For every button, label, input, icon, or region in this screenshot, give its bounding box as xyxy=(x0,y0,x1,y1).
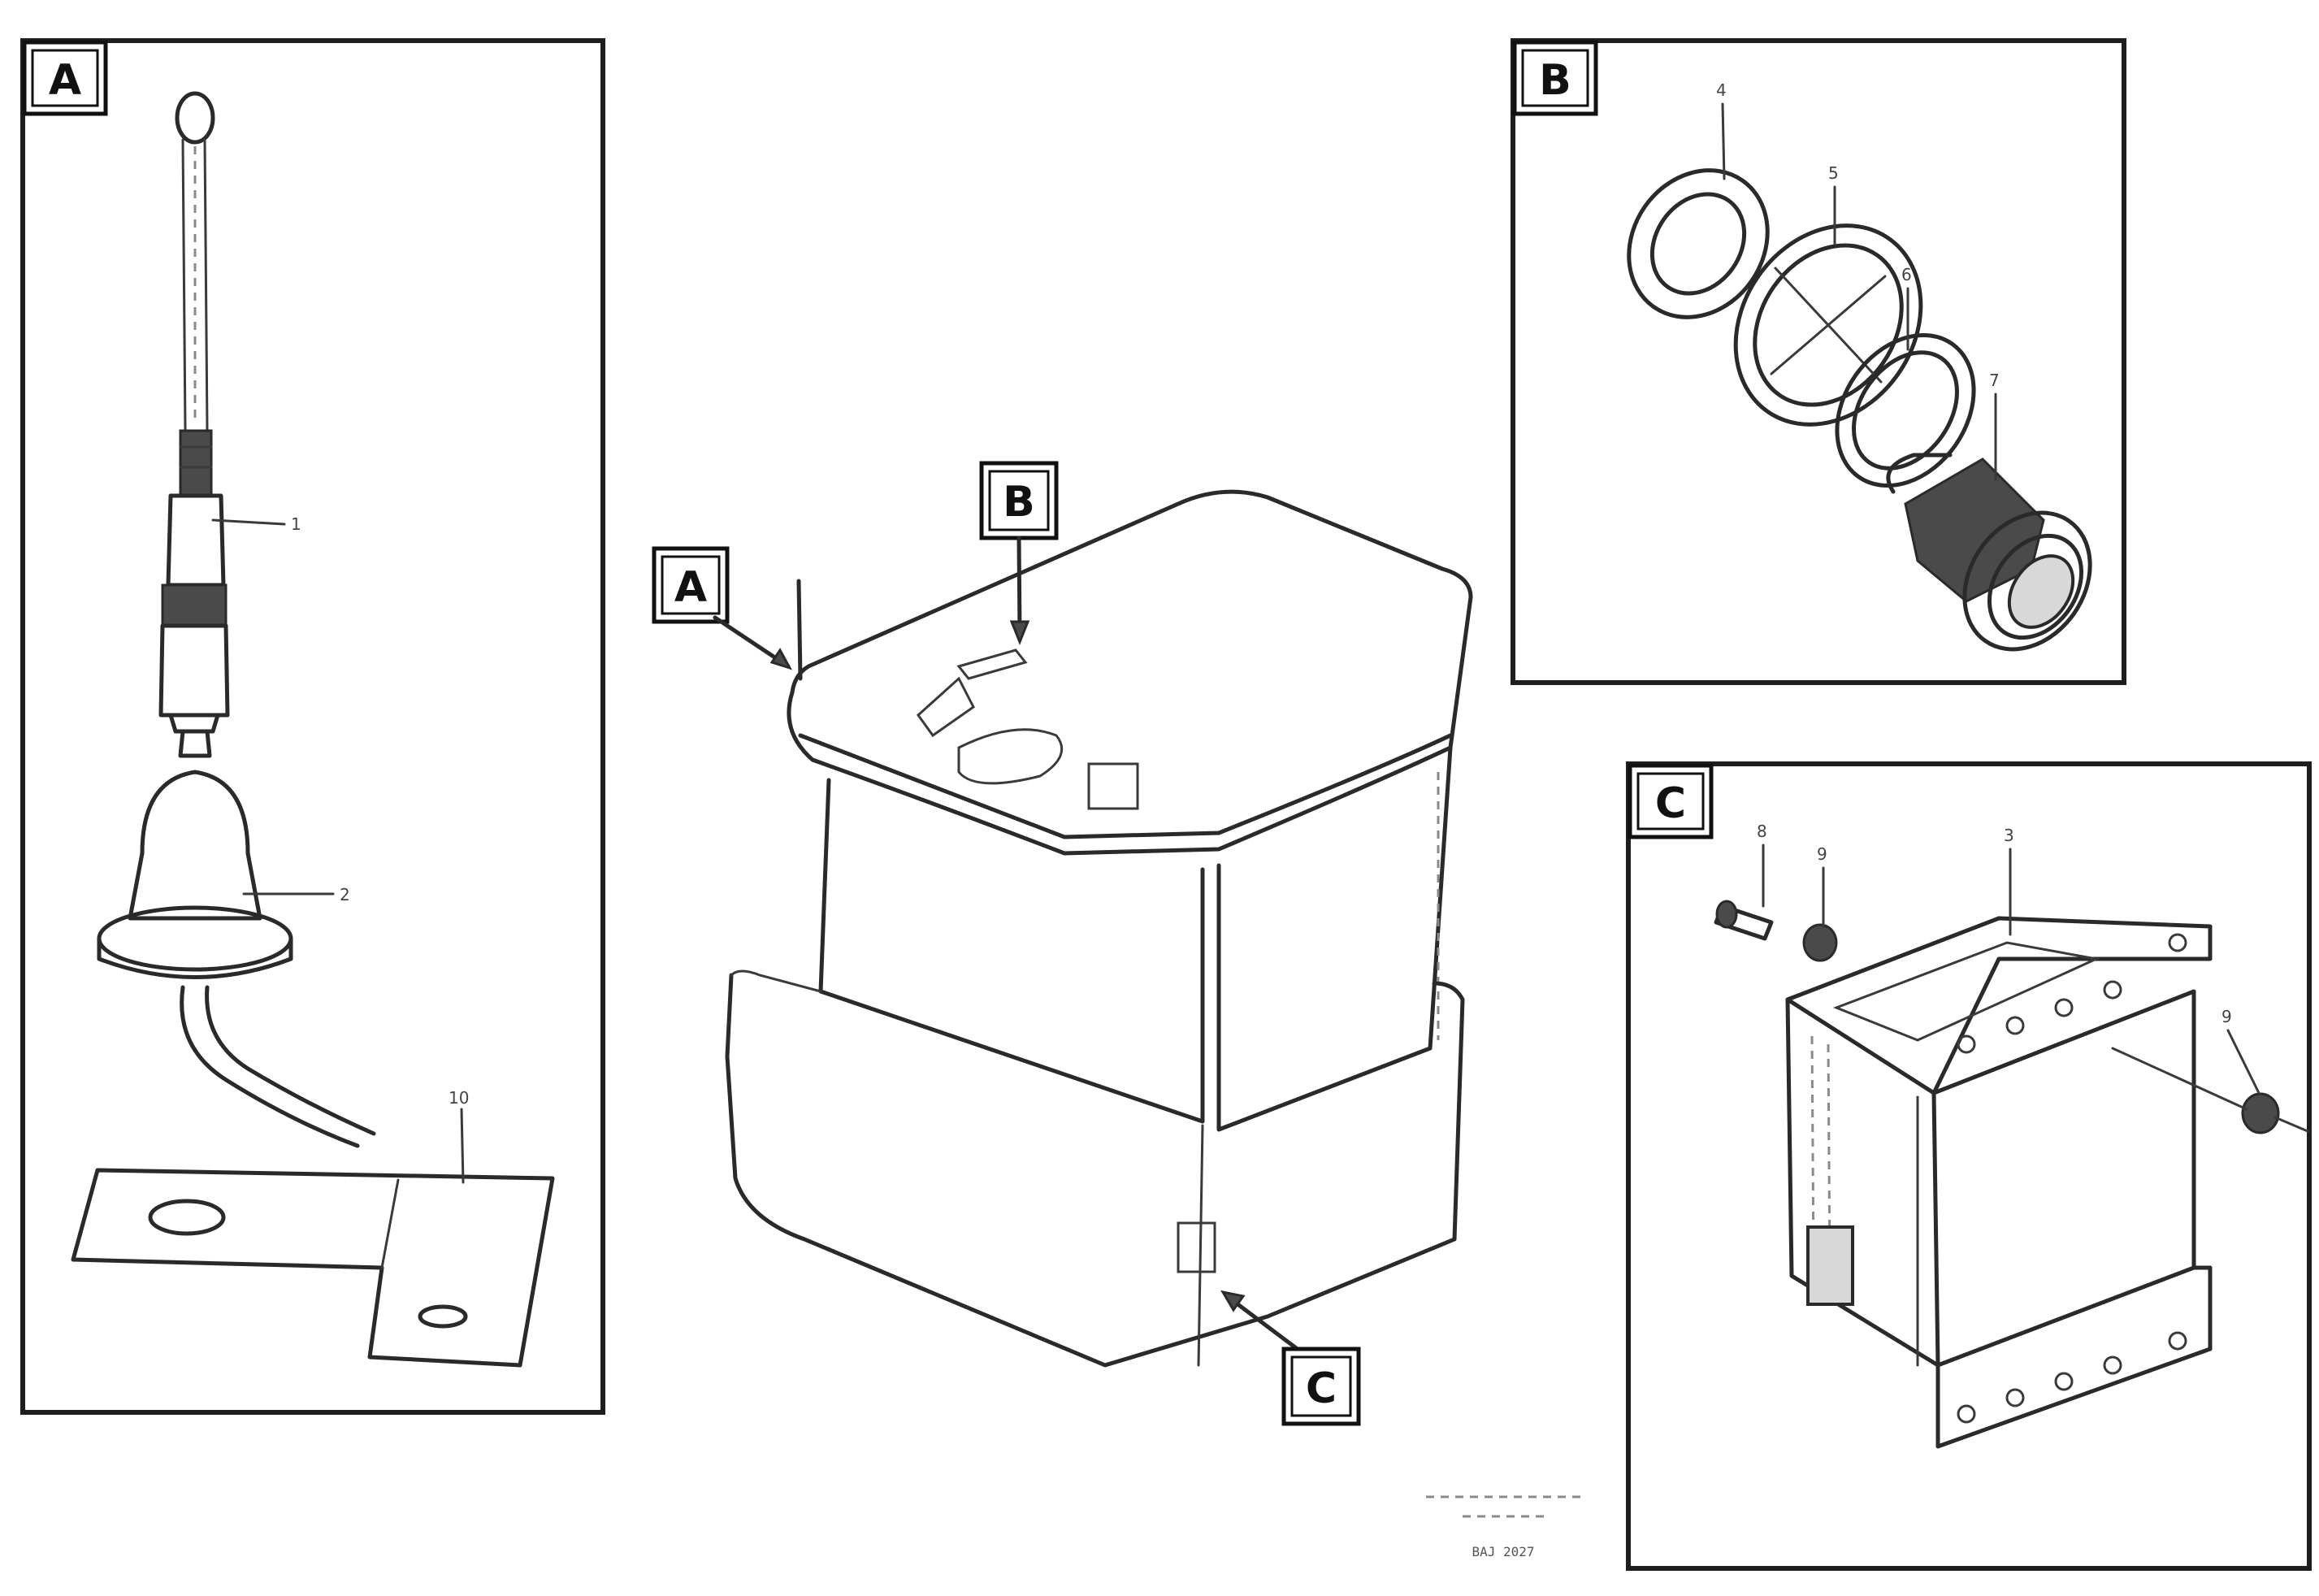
panel-b-badge-inner xyxy=(1521,49,1589,107)
panel-c: C xyxy=(1626,761,2312,1571)
cab-side-window xyxy=(1216,745,1453,1132)
panel-b-frame xyxy=(1511,38,2126,685)
panel-a-badge: A xyxy=(49,56,81,105)
cab-body-seam xyxy=(730,969,822,993)
callout-6: 6 xyxy=(1901,265,1912,284)
cab-door-handle xyxy=(1177,1221,1216,1273)
callout-1-leader xyxy=(211,518,286,526)
drawing-number: BAJ 2027 xyxy=(1472,1544,1534,1559)
switch-seal-ring xyxy=(1835,332,1976,488)
panel-b: B 4 5 6 7 xyxy=(1511,38,2126,685)
cab-main-view: A B C xyxy=(652,461,1473,1426)
cab-roof-edge xyxy=(798,733,1453,839)
callout-10: 10 xyxy=(449,1088,469,1108)
roof-hatch-2 xyxy=(957,728,1064,785)
callout-9-top: 9 xyxy=(1817,844,1827,864)
cab-corner-line xyxy=(1197,1124,1204,1367)
panel-a-badge-inner xyxy=(31,49,99,107)
ref-b-label: B xyxy=(1003,478,1035,527)
cab-lower-body xyxy=(725,973,1465,1368)
switch-mounting-plate xyxy=(1733,223,1923,427)
ref-a: A xyxy=(652,546,793,670)
ref-b: B xyxy=(979,461,1059,646)
ref-c: C xyxy=(1220,1290,1361,1426)
callout-2: 2 xyxy=(340,885,350,904)
panel-b-badge: B xyxy=(1539,56,1571,105)
nut-leader xyxy=(2111,1047,2248,1111)
mounting-screw xyxy=(1714,900,1774,941)
panel-c-badge: C xyxy=(1655,779,1686,828)
ref-a-label: A xyxy=(674,563,707,612)
panel-c-frame xyxy=(1626,761,2312,1571)
callout-10-leader xyxy=(460,1108,465,1184)
callout-9-right: 9 xyxy=(2221,1007,2232,1026)
panel-a: A xyxy=(20,38,605,1415)
cab-front-window xyxy=(818,778,1205,1124)
switch-bezel-ring xyxy=(1627,168,1770,319)
panel-c-badge-inner xyxy=(1636,772,1705,831)
ref-c-label: C xyxy=(1306,1364,1337,1413)
callout-8: 8 xyxy=(1757,822,1767,841)
mounting-washer xyxy=(1802,923,1838,962)
antenna-cable-outer xyxy=(205,985,376,1136)
roof-hatch-3 xyxy=(1087,762,1139,810)
cab-roof xyxy=(787,489,1473,856)
callout-7: 7 xyxy=(1989,371,2000,390)
antenna-cable xyxy=(180,985,360,1148)
antenna-whip xyxy=(158,91,230,758)
antenna-bracket xyxy=(71,1168,555,1368)
roof-hatch-1 xyxy=(916,676,975,738)
callout-3: 3 xyxy=(2004,826,2014,845)
cab-antenna xyxy=(796,579,803,681)
callout-5: 5 xyxy=(1828,163,1839,183)
drawing-reference: BAJ 2027 xyxy=(1426,1495,1580,1559)
relay-connector xyxy=(1806,1225,1854,1306)
callout-1: 1 xyxy=(291,514,301,534)
mounting-nut xyxy=(2241,1092,2280,1134)
panel-a-frame xyxy=(20,38,605,1415)
roof-vent xyxy=(956,648,1028,680)
antenna-base xyxy=(97,770,293,979)
callout-4: 4 xyxy=(1716,80,1727,100)
switch-body xyxy=(1886,453,2092,652)
relay-box xyxy=(1785,916,2213,1449)
